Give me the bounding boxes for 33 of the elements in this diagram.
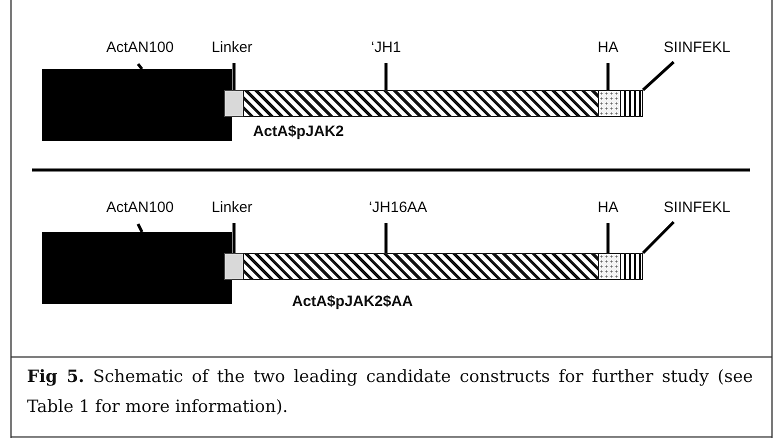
dotted-segment <box>598 253 621 280</box>
striped-segment <box>620 90 643 117</box>
segment-label: SIINFEKL <box>664 39 730 57</box>
segment-label: HA <box>598 199 618 217</box>
segment-label: SIINFEKL <box>664 199 730 217</box>
segment-label: Linker <box>212 39 252 57</box>
domain-block <box>42 232 232 304</box>
segment-label: ActAN100 <box>106 199 174 217</box>
figure-caption: Fig 5. Schematic of the two leading candidate constructs for further study (see Table 1 for more information). <box>27 366 753 419</box>
striped-segment <box>620 253 643 280</box>
leader-line <box>642 220 675 254</box>
construct-name: ActA$pJAK2 <box>253 123 344 141</box>
leader-line <box>232 223 236 253</box>
segment-label: ‘JH1 <box>370 39 401 57</box>
hatched-segment <box>243 90 599 117</box>
segment-label: ActAN100 <box>106 39 174 57</box>
leader-line <box>642 60 675 92</box>
segment-label: Linker <box>212 199 252 217</box>
leader-line <box>606 63 610 90</box>
segment-label: ‘JH16AA <box>368 199 428 217</box>
linker-segment <box>224 253 244 280</box>
linker-segment <box>224 90 244 117</box>
dotted-segment <box>598 90 621 117</box>
hatched-segment <box>243 253 599 280</box>
construct-name: ActA$pJAK2$AA <box>292 293 413 311</box>
leader-line <box>136 63 144 70</box>
leader-line <box>136 223 144 233</box>
leader-line <box>384 223 388 253</box>
leader-line <box>606 223 610 253</box>
leader-line <box>384 63 388 90</box>
leader-line <box>232 63 236 90</box>
segment-label: HA <box>598 39 618 57</box>
domain-block <box>42 69 232 141</box>
